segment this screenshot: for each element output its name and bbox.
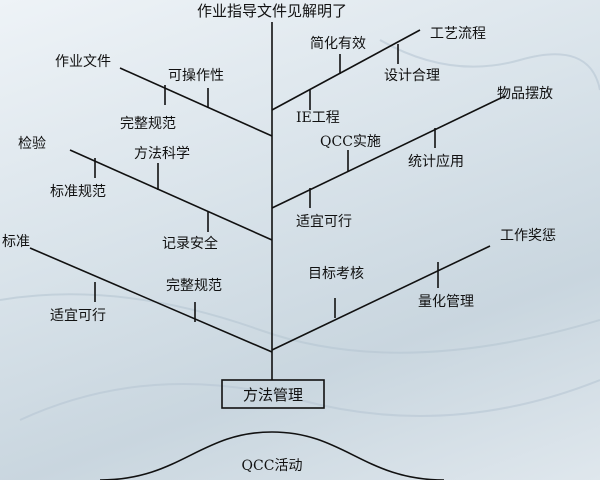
right-item-mubiao: 目标考核 [308,266,364,282]
branch-line-gongzuo [271,245,491,351]
root-label: 方法管理 [243,386,303,404]
top-title: 作业指导文件见解明了 [197,2,347,20]
right-item-qcc: QCC实施 [320,134,381,150]
left-item-fangfa: 方法科学 [134,146,190,162]
branch-line-wupin [271,95,506,209]
branch-line-biaozhun [29,247,273,353]
left-item-wanzheng2: 完整规范 [166,277,222,294]
left-item-wanzheng1: 完整规范 [120,115,176,132]
branch-line-jianyan [69,149,273,241]
left-head-zuoye: 作业文件 [55,54,111,70]
right-item-sheji: 设计合理 [384,68,440,84]
left-item-shiyi1: 适宜可行 [50,308,106,324]
bottom-label: QCC活动 [242,458,303,474]
right-item-shiyi2: 适宜可行 [296,214,352,230]
right-item-lianghua: 量化管理 [418,294,474,310]
right-head-gongyi: 工艺流程 [430,26,486,42]
right-item-jianhua: 简化有效 [310,35,366,52]
bottom-hill [99,431,445,480]
branch-line-zuoye [119,67,273,137]
left-head-jianyan: 检验 [18,136,46,152]
left-item-biaozhunguifan: 标准规范 [50,183,106,200]
root-box [221,379,325,409]
left-head-biaozhun: 标准 [2,234,30,250]
background-decor [0,39,600,421]
left-item-jilu: 记录安全 [162,235,218,252]
left-item-kecaozuo: 可操作性 [168,68,224,84]
right-head-wupin: 物品摆放 [497,86,553,102]
right-head-gongzuo: 工作奖惩 [500,227,556,244]
right-item-ie: IE工程 [296,110,340,126]
branch-line-gongyi [271,29,421,111]
right-item-tongji: 统计应用 [408,153,464,170]
